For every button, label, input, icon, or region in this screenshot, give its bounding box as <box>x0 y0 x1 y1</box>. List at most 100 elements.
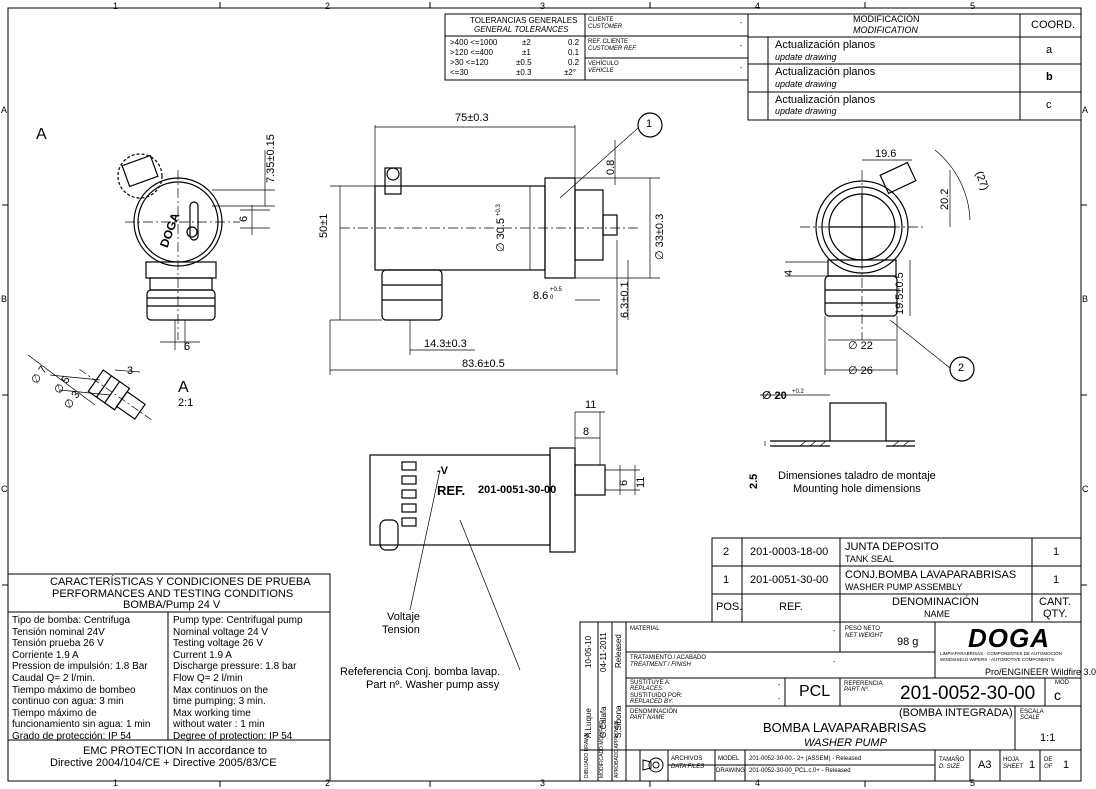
mod-row-1-es: Actualización planos <box>775 39 876 51</box>
vehicle-label: VEHICLE <box>588 68 614 74</box>
emc-line-2: Directive 2004/104/CE + Directive 2005/8… <box>50 757 277 769</box>
perf-right-1: Nominal voltage 24 V <box>173 626 269 638</box>
treatment-label-es: TRATAMIENTO / ACABADO <box>630 655 707 661</box>
perf-left-1: Tensión nominal 24V <box>12 626 105 638</box>
tol-row-2-range: >120 <=400 <box>450 48 493 57</box>
ref-es-label: Refeferencia Conj. bomba lavap. <box>340 666 501 678</box>
body-voltage: -V <box>437 465 448 477</box>
tol-row-2-tol: ±1 <box>522 48 531 57</box>
grid-col-5: 5 <box>970 1 976 11</box>
sheet-label-en: SHEET <box>1003 764 1024 770</box>
of-label-en: OF <box>1044 764 1053 770</box>
dim-196: 19.6 <box>875 148 897 160</box>
replaced-by-es: SUSTITUIDO POR: <box>630 693 683 699</box>
detail-a-scale: 2:1 <box>178 397 194 409</box>
dim-83: 83.6±0.5 <box>462 358 505 370</box>
perf-left-8: Tiempo máximo de <box>12 707 97 719</box>
detail-a <box>27 354 154 422</box>
cliente-label: CLIENTE <box>588 17 614 23</box>
grid-row-a-right: A <box>1082 105 1089 115</box>
bom-header-den-en: NAME <box>924 609 951 619</box>
tol-row-4-range: <=30 <box>450 68 469 77</box>
coord-label: COORD. <box>1031 19 1075 31</box>
bom-row-1-name-es: JUNTA DEPOSITO <box>845 541 939 553</box>
part-number: 201-0052-30-00 <box>900 683 1036 704</box>
mod-subtitle: MODIFICATION <box>853 25 918 35</box>
dim-202: 20.2 <box>939 188 951 210</box>
grid-row-c-right: C <box>1082 484 1089 494</box>
bom-header-den-es: DENOMINACIÓN <box>892 596 979 608</box>
body-ref-number: 201-0051-30-00 <box>478 484 557 496</box>
company-logo: DOGA <box>968 623 1050 653</box>
denominacion-en: PART NAME <box>630 715 665 721</box>
weight-value: 98 g <box>897 636 919 648</box>
pcl-label: PCL <box>799 683 831 700</box>
tol-row-4-sym: ±2° <box>564 68 577 77</box>
tol-row-3-range: >30 <=120 <box>450 58 489 67</box>
archivos-en: DATA FILES <box>671 764 705 770</box>
bom-row-1-qty: 1 <box>1053 546 1060 558</box>
perf-title-3: BOMBA/Pump 24 V <box>123 599 221 611</box>
perf-left-10: Grado de protección: IP 54 <box>12 730 132 742</box>
title-block-lines <box>7 13 1082 782</box>
mod-row-2-es: Actualización planos <box>775 66 876 78</box>
drawing-label: DRAWING <box>716 768 745 774</box>
grid-col-2-bottom: 2 <box>325 778 331 788</box>
balloon-1: 1 <box>646 118 653 130</box>
bom-row-2-name-es: CONJ.BOMBA LAVAPARABRISAS <box>845 569 1017 581</box>
perf-right-7: time pumping: 3 min. <box>173 696 266 708</box>
replaces-value: - <box>778 682 781 689</box>
dim-8: 8 <box>583 426 590 438</box>
grid-col-3: 3 <box>540 1 546 11</box>
integrada-label: (BOMBA INTEGRADA) <box>899 707 1013 719</box>
modified-label: MODIFICADO MODIFIED <box>599 720 605 778</box>
dim-08: 0.8 <box>605 159 617 175</box>
part-name-es: BOMBA LAVAPARABRISAS <box>763 720 927 735</box>
treatment-value: - <box>833 659 836 666</box>
mod-row-1-en: update drawing <box>775 52 837 62</box>
part-name-en: WASHER PUMP <box>804 737 887 749</box>
vehiculo-label: VEHÍCULO <box>588 61 619 67</box>
perf-left-9: funcionamiento sin agua: 1 min <box>12 719 151 731</box>
perf-left-4: Pression de impulsión: 1.8 Bar <box>12 661 148 673</box>
scale-value: 1:1 <box>1040 732 1056 744</box>
scale-label-es: ESCALA <box>1020 709 1044 715</box>
voltaje-label: Voltaje <box>387 611 421 623</box>
mod-label: MOD <box>1055 680 1069 686</box>
tol-row-1-sym: 0.2 <box>568 38 580 47</box>
bom-row-2-name-en: WASHER PUMP ASSEMBLY <box>845 582 963 592</box>
perf-right-2: Testing voltage 26 V <box>173 638 264 650</box>
dim-4: 4 <box>783 269 795 276</box>
approved-label: APROBADO APPROVED <box>614 720 620 778</box>
side-view <box>329 125 660 375</box>
grid-col-3-bottom: 3 <box>540 778 546 788</box>
of-value: 1 <box>1063 759 1070 771</box>
detail-a-label: A <box>178 379 189 396</box>
grid-col-4: 4 <box>755 1 761 11</box>
dim-305: ∅ 30.5 <box>495 217 507 252</box>
tol-title: TOLERANCIAS GENERALES <box>470 16 578 25</box>
dim-33: ∅ 33±0.3 <box>654 213 666 260</box>
mod-row-2-en: update drawing <box>775 79 837 89</box>
grid-col-1: 1 <box>113 1 119 11</box>
dim-11b: 11 <box>635 476 647 488</box>
projection-symbol-circle <box>648 757 664 773</box>
balloon-2: 2 <box>958 362 965 374</box>
dim-6a: 6 <box>238 215 250 222</box>
replaces-es: SUSTITUYE A: <box>630 680 671 686</box>
size-label-en: D. SIZE <box>939 764 961 770</box>
mod-row-3-en: update drawing <box>775 106 837 116</box>
body-ref: REF. <box>437 483 466 498</box>
mod-row-3-coord: c <box>1046 99 1052 111</box>
bottom-view <box>369 411 640 671</box>
dim-3b: 3 <box>127 365 134 377</box>
material-value: - <box>833 628 836 635</box>
referencia-en: PART Nº. <box>844 687 870 693</box>
right-view <box>785 149 971 375</box>
bom-row-2-ref: 201-0051-30-00 <box>750 574 829 586</box>
perf-right-9: without water : 1 min <box>173 719 265 731</box>
mod-row-2-coord: b <box>1046 71 1053 83</box>
front-view <box>117 150 275 350</box>
dim-14: 14.3±0.3 <box>424 338 467 350</box>
replaces-en: REPLACES: <box>630 686 664 692</box>
